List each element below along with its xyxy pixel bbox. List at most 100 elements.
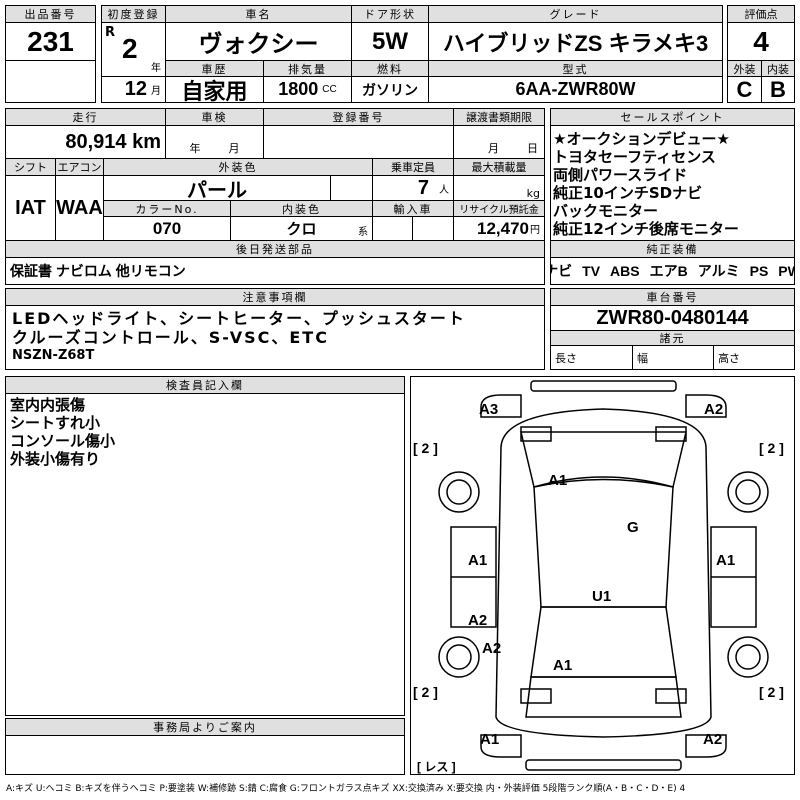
notes-body: LEDヘッドライト、シートヒーター、プッシュスタート クルーズコントロール、S-… [5, 305, 545, 370]
fuel-label: 燃料 [351, 60, 429, 77]
transfer-label: 譲渡書類期限 [453, 108, 545, 126]
sale-point: ★オークションデビュー★ [553, 130, 730, 148]
door-label: ドア形状 [351, 5, 429, 23]
cc-unit: CC [322, 84, 337, 95]
int-score-value: B [761, 76, 795, 103]
history-label: 車歴 [165, 60, 264, 77]
import-label: 輸入車 [372, 200, 454, 217]
capacity-number: 7 [417, 176, 429, 199]
grade-value: ハイブリッドZS キラメキ3 [428, 22, 723, 61]
era: R [105, 25, 116, 40]
car-name-label: 車名 [165, 5, 352, 23]
ext-color-label: 外装色 [103, 158, 373, 176]
equipment-item: PW [778, 263, 794, 279]
note-line: クルーズコントロール、S-VSC、ETC [12, 328, 329, 347]
reg-no-value [263, 125, 454, 159]
lot-label: 出品番号 [5, 5, 96, 23]
equipment-label: 純正装備 [550, 240, 795, 258]
inspector-line: コンソール傷小 [10, 432, 116, 450]
int-color-unit: 系 [358, 227, 368, 238]
capacity-label: 乗車定員 [372, 158, 454, 176]
recycle-label: リサイクル預託金 [453, 200, 545, 217]
month-unit: 月 [228, 142, 240, 155]
car-name-value: ヴォクシー [165, 22, 352, 61]
damage-mark: [ レス ] [417, 760, 456, 774]
chassis-value: ZWR80-0480144 [550, 305, 795, 331]
month: 12 [124, 78, 147, 100]
damage-mark: U1 [592, 588, 612, 605]
damage-mark: A1 [716, 552, 736, 569]
mileage-label: 走行 [5, 108, 166, 126]
equipment-item: アルミ [697, 263, 740, 279]
int-color-label: 内装色 [230, 200, 373, 217]
damage-mark: [ 2 ] [759, 440, 784, 456]
recycle-number: 12,470 [477, 218, 529, 238]
damage-mark: A2 [703, 731, 723, 748]
grade-label: グレード [428, 5, 723, 23]
ext-score-value: C [727, 76, 762, 103]
mileage-value: 80,914 km [5, 125, 166, 159]
damage-mark: A1 [480, 731, 500, 748]
inspector-line: 室内内張傷 [10, 396, 86, 414]
office-label: 事務局よりご案内 [5, 718, 405, 736]
equipment-list: ナビ TV ABS エアB アルミ PS PW [550, 257, 795, 285]
lot-blank [5, 60, 96, 103]
inspector-line: シートすれ小 [10, 414, 101, 432]
damage-mark: A1 [548, 472, 568, 489]
color-no-label: カラーNo. [103, 200, 231, 217]
door-value: 5W [351, 22, 429, 61]
year-unit: 年 [189, 142, 201, 155]
color-no-value: 070 [103, 216, 231, 241]
int-score-label: 内装 [761, 60, 795, 77]
sale-points-list: ★オークションデビュー★ トヨタセーフティセンス 両側パワースライド 純正10イ… [550, 125, 795, 241]
damage-mark: A2 [482, 640, 502, 657]
history-value: 自家用 [165, 76, 264, 103]
spec-label: 諸元 [550, 330, 795, 346]
damage-mark: A1 [468, 552, 488, 569]
lot-value: 231 [5, 22, 96, 61]
score-value: 4 [727, 22, 795, 61]
displacement-label: 排気量 [263, 60, 352, 77]
aircon-label: エアコン [55, 158, 104, 176]
sale-points-label: セールスポイント [550, 108, 795, 126]
model-value: 6AA-ZWR80W [428, 76, 723, 103]
day-unit: 日 [527, 142, 538, 155]
first-reg-label: 初度登録 [101, 5, 166, 23]
inspector-line: 外装小傷有り [10, 450, 101, 468]
damage-mark: [ 2 ] [759, 684, 784, 700]
ext-color-blank [330, 175, 373, 201]
shift-label: シフト [5, 158, 56, 176]
import-cell-2 [412, 216, 454, 241]
length-cell: 長さ [550, 345, 633, 370]
damage-mark: A2 [468, 612, 488, 629]
height-cell: 高さ [713, 345, 795, 370]
max-load-label: 最大積載量 [453, 158, 545, 176]
year-unit: 年 [151, 63, 161, 74]
inspector-label: 検査員記入欄 [5, 376, 405, 394]
sale-point: バックモニター [553, 202, 659, 220]
equipment-item: ナビ [551, 263, 573, 279]
equipment-item: ABS [610, 263, 640, 279]
inspector-body: 室内内張傷 シートすれ小 コンソール傷小 外装小傷有り [5, 393, 405, 716]
score-label: 評価点 [727, 5, 795, 23]
office-body [5, 735, 405, 775]
note-line: LEDヘッドライト、シートヒーター、プッシュスタート [12, 309, 466, 328]
damage-mark: A2 [704, 401, 724, 418]
capacity-unit: 人 [439, 184, 449, 196]
damage-mark: A3 [479, 401, 499, 418]
ext-score-label: 外装 [727, 60, 762, 77]
later-parts-value: 保証書 ナビロム 他リモコン [5, 257, 545, 285]
transfer-value: 月日 [453, 125, 545, 159]
import-cell-1 [372, 216, 413, 241]
width-cell: 幅 [632, 345, 714, 370]
sale-point: 両側パワースライド [553, 166, 688, 184]
later-parts-label: 後日発送部品 [5, 240, 545, 258]
month-unit: 月 [488, 142, 499, 155]
damage-mark: G [627, 519, 639, 536]
aircon-value: WAA [55, 175, 104, 241]
displacement-number: 1800 [278, 79, 319, 99]
sale-point: トヨタセーフティセンス [553, 148, 716, 166]
note-line: NSZN-Z68T [12, 348, 95, 363]
legend: A:キズ U:ヘコミ B:キズを伴うヘコミ P:要塗装 W:補修跡 S:錆 C:… [6, 784, 686, 794]
